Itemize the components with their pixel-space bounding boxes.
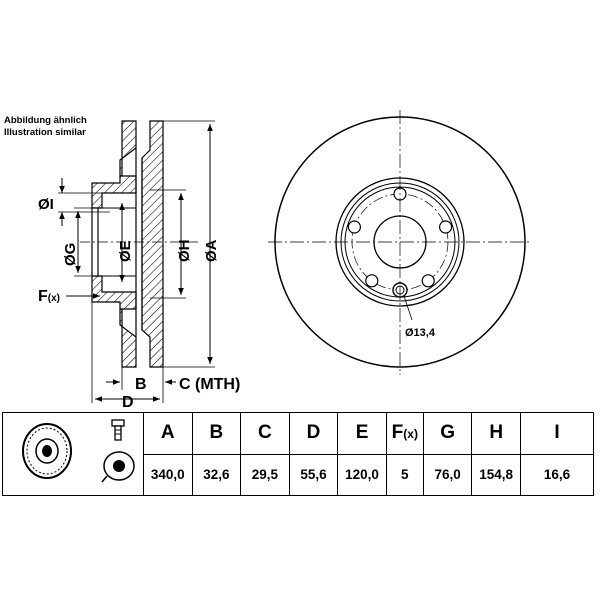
illustration-note-de: Abbildung ähnlich: [4, 115, 87, 126]
dim-label-a: ØA: [203, 239, 220, 262]
section-dimensions: [58, 120, 215, 403]
value-f: 5: [385, 453, 424, 496]
value-b: 32,6: [191, 453, 242, 496]
dim-label-i: ØI: [38, 196, 54, 213]
bolt-icon: [101, 419, 135, 483]
value-i: 16,6: [520, 453, 594, 496]
value-d: 55,6: [288, 453, 339, 496]
dim-label-h: ØH: [176, 240, 193, 263]
spec-header-row: A B C D E F(x) G H I: [2, 412, 594, 496]
dim-label-c: C (MTH): [179, 376, 240, 393]
hub-icon: [101, 451, 135, 483]
col-a-header: A: [143, 412, 193, 455]
disc-thumbnail-cell: [2, 412, 95, 496]
value-c: 29,5: [240, 453, 290, 496]
value-e: 120,0: [337, 453, 387, 496]
dim-label-f: F(x): [38, 288, 60, 305]
value-a: 340,0: [143, 453, 193, 496]
disc-cross-section: [80, 120, 200, 368]
disc-thumbnail-icon: [22, 423, 72, 479]
col-g-header: G: [422, 412, 473, 455]
dim-label-b: B: [135, 376, 147, 393]
bolt-hub-cell: [95, 412, 144, 496]
disc-front-view: [268, 110, 532, 375]
col-c-header: C: [240, 412, 290, 455]
value-h: 154,8: [471, 453, 521, 496]
col-h-header: H: [471, 412, 521, 455]
col-i-header: I: [520, 412, 594, 455]
brake-disc-drawing: ØI ØG ØE ØH ØA F(x) B C (MTH) D Ø13,4: [38, 110, 532, 410]
value-g: 76,0: [422, 453, 473, 496]
dim-label-e: ØE: [117, 240, 134, 262]
spec-values-row: 340,0 32,6 29,5 55,6 120,0 5 76,0 154,8 …: [3, 453, 594, 496]
col-d-header: D: [288, 412, 339, 455]
dim-label-d: D: [122, 394, 134, 410]
illustration-note-en: Illustration similar: [4, 127, 86, 138]
col-f-header: F(x): [385, 412, 424, 455]
hole-diameter-label: Ø13,4: [405, 327, 436, 339]
col-e-header: E: [337, 412, 387, 455]
spec-table: A B C D E F(x) G H I 340,0 32,6 29,5 55,…: [2, 412, 594, 496]
col-b-header: B: [191, 412, 242, 455]
dim-label-g: ØG: [62, 243, 79, 266]
